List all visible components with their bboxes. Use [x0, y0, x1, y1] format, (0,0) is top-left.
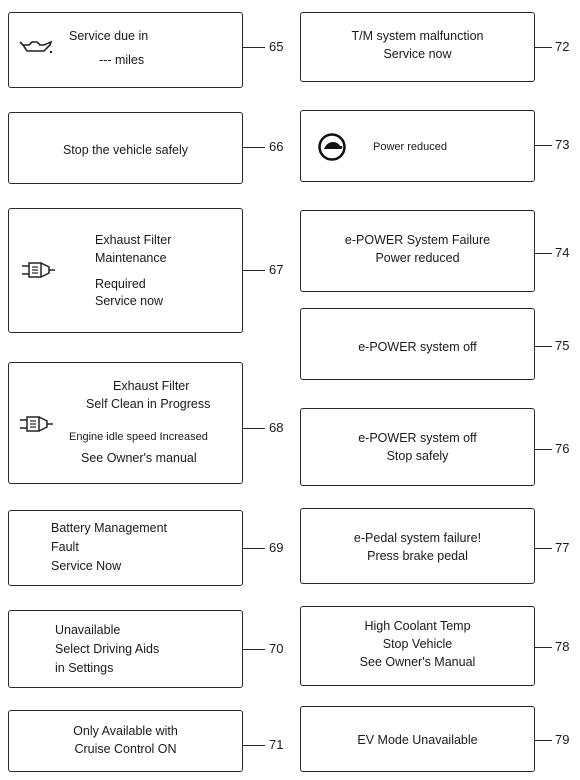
service-due-line1: Service due in: [69, 29, 149, 43]
self-clean-line3: Engine idle speed Increased: [69, 431, 208, 443]
message-panel-72: T/M system malfunction Service now: [300, 12, 535, 82]
callout-number-76: 76: [555, 441, 570, 456]
leader-line-69: [243, 548, 265, 549]
power-reduced-turtle-icon: [318, 133, 346, 161]
callout-number-79: 79: [555, 732, 570, 747]
leader-line-66: [243, 147, 265, 148]
exhaust-filter-icon: [22, 262, 55, 278]
battery-mgmt-line3: Service Now: [51, 559, 122, 573]
ev-mode-unavailable-text: EV Mode Unavailable: [357, 733, 478, 747]
message-panel-69: Battery Management Fault Service Now: [8, 510, 243, 586]
service-due-line2: --- miles: [99, 53, 145, 67]
coolant-temp-line2: Stop Vehicle: [382, 637, 453, 651]
battery-mgmt-line1: Battery Management: [51, 521, 168, 535]
tm-malfunction-line2: Service now: [383, 47, 452, 61]
exhaust-filter-line3: Required: [95, 277, 146, 291]
message-panel-73: Power reduced: [300, 110, 535, 182]
cruise-control-line1: Only Available with: [73, 724, 178, 738]
message-panel-71: Only Available with Cruise Control ON: [8, 710, 243, 772]
message-panel-75: e-POWER system off: [300, 308, 535, 380]
epower-off-stop-line1: e-POWER system off: [358, 431, 477, 445]
self-clean-line2: Self Clean in Progress: [86, 397, 211, 411]
callout-number-78: 78: [555, 639, 570, 654]
message-panel-77: e-Pedal system failure! Press brake peda…: [300, 508, 535, 584]
epower-off-stop-line2: Stop safely: [386, 449, 449, 463]
self-clean-line1: Exhaust Filter: [113, 379, 190, 393]
callout-number-71: 71: [269, 737, 284, 752]
leader-line-75: [535, 346, 552, 347]
exhaust-filter-line4: Service now: [95, 294, 164, 308]
leader-line-76: [535, 449, 552, 450]
callout-number-74: 74: [555, 245, 570, 260]
leader-line-74: [535, 253, 552, 254]
callout-number-73: 73: [555, 137, 570, 152]
leader-line-70: [243, 649, 265, 650]
leader-line-79: [535, 740, 552, 741]
stop-vehicle-safely-text: Stop the vehicle safely: [62, 143, 189, 157]
leader-line-67: [243, 270, 265, 271]
cruise-control-line2: Cruise Control ON: [74, 742, 177, 756]
message-panel-74: e-POWER System Failure Power reduced: [300, 210, 535, 292]
callout-number-72: 72: [555, 39, 570, 54]
exhaust-filter-icon: [20, 416, 53, 432]
coolant-temp-line1: High Coolant Temp: [364, 619, 471, 633]
epedal-failure-line1: e-Pedal system failure!: [353, 531, 482, 545]
leader-line-72: [535, 47, 552, 48]
message-panel-79: EV Mode Unavailable: [300, 706, 535, 772]
battery-mgmt-line2: Fault: [51, 540, 79, 554]
self-clean-line4: See Owner's manual: [81, 451, 197, 465]
message-panel-67: Exhaust Filter Maintenance Required Serv…: [8, 208, 243, 333]
callout-number-75: 75: [555, 338, 570, 353]
leader-line-71: [243, 745, 265, 746]
leader-line-77: [535, 548, 552, 549]
callout-number-69: 69: [269, 540, 284, 555]
leader-line-65: [243, 47, 265, 48]
leader-line-68: [243, 428, 265, 429]
epower-failure-line2: Power reduced: [375, 251, 460, 265]
leader-line-73: [535, 145, 552, 146]
callout-number-67: 67: [269, 262, 284, 277]
driving-aids-line1: Unavailable: [55, 623, 121, 637]
driving-aids-line2: Select Driving Aids: [55, 642, 160, 656]
epower-off-text: e-POWER system off: [358, 340, 477, 354]
message-panel-68: Exhaust Filter Self Clean in Progress En…: [8, 362, 243, 484]
epower-failure-line1: e-POWER System Failure: [344, 233, 491, 247]
leader-line-78: [535, 647, 552, 648]
message-panel-70: Unavailable Select Driving Aids in Setti…: [8, 610, 243, 688]
callout-number-66: 66: [269, 139, 284, 154]
exhaust-filter-line2: Maintenance: [95, 251, 167, 265]
coolant-temp-line3: See Owner's Manual: [359, 655, 476, 669]
callout-number-68: 68: [269, 420, 284, 435]
callout-number-77: 77: [555, 540, 570, 555]
driving-aids-line3: in Settings: [55, 661, 114, 675]
callout-number-70: 70: [269, 641, 284, 656]
power-reduced-text: Power reduced: [373, 141, 447, 153]
message-panel-78: High Coolant Temp Stop Vehicle See Owner…: [300, 606, 535, 686]
epedal-failure-line2: Press brake pedal: [367, 549, 468, 563]
callout-number-65: 65: [269, 39, 284, 54]
message-panel-65: Service due in --- miles: [8, 12, 243, 88]
oil-can-icon: [19, 40, 53, 54]
exhaust-filter-line1: Exhaust Filter: [95, 233, 172, 247]
message-panel-66: Stop the vehicle safely: [8, 112, 243, 184]
tm-malfunction-line1: T/M system malfunction: [351, 29, 484, 43]
message-panel-76: e-POWER system off Stop safely: [300, 408, 535, 486]
